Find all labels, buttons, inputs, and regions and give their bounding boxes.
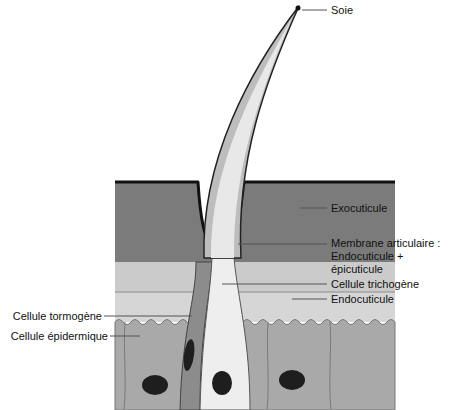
label-cell: Cellule épidermique: [11, 330, 108, 343]
leader-line: [110, 336, 140, 337]
cell-wall: [124, 322, 125, 410]
leader-line: [222, 284, 327, 285]
endocuticle-lower: [115, 292, 395, 322]
seta-tip: [296, 6, 301, 11]
label-layer: Endocuticule: [331, 293, 394, 306]
leader-line: [238, 244, 327, 245]
label-cell: Cellule tormogène: [13, 310, 102, 323]
cell-wall: [267, 322, 268, 410]
epidermis-layer: [115, 320, 395, 410]
nucleus: [182, 338, 196, 371]
leader-line: [302, 10, 327, 11]
leader-line: [300, 208, 327, 209]
leader-line: [104, 316, 192, 317]
nucleus: [279, 370, 305, 390]
seta: [204, 6, 299, 258]
cell-wall: [330, 322, 331, 410]
label-layer: Exocuticule: [331, 202, 387, 215]
leader-line: [292, 299, 327, 300]
layer-boundary: [115, 292, 395, 293]
label-cell: Cellule trichogène: [331, 278, 419, 291]
nucleus: [142, 375, 168, 395]
label-membrane: Membrane articulaire : Endocuticule + ép…: [331, 237, 451, 276]
label-soie: Soie: [331, 4, 353, 17]
seta-core: [211, 18, 292, 258]
trichogen-cell: [200, 258, 250, 410]
nucleus: [212, 371, 232, 395]
